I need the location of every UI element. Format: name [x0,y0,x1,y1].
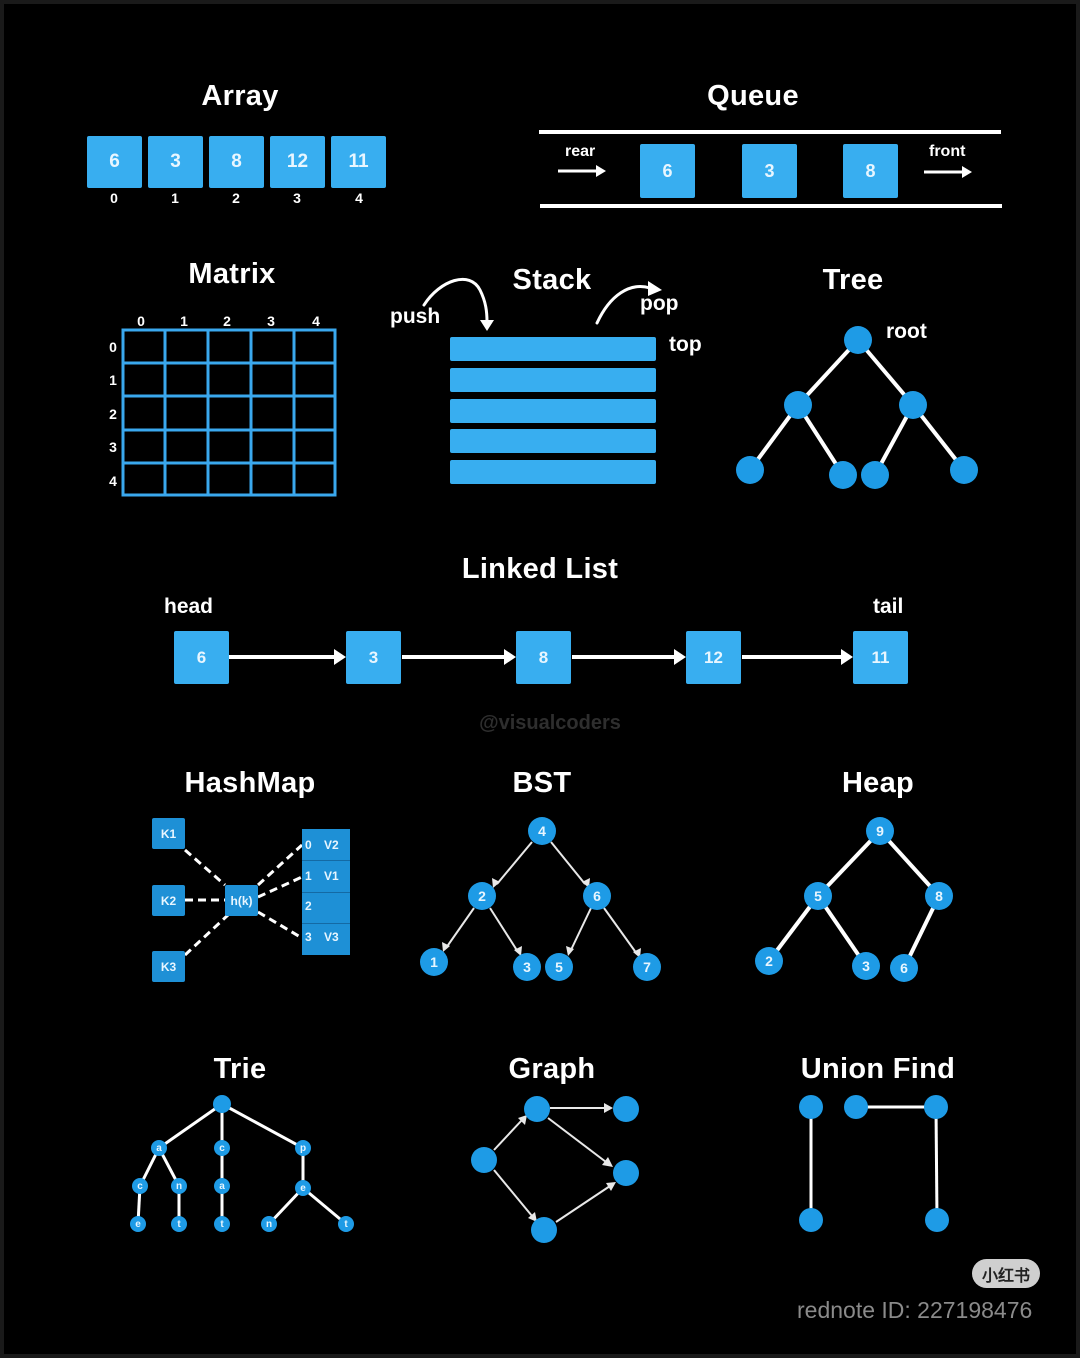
stack-layer [450,399,656,423]
array-cell: 11 [331,136,386,188]
hashmap-hash-function: h(k) [225,885,258,916]
queue-item: 8 [843,144,898,198]
heap-node: 2 [755,947,783,975]
trie-node: t [171,1216,187,1232]
bst-node: 4 [528,817,556,845]
xiaohongshu-logo-badge: 小红书 [972,1259,1040,1288]
stack-pop-label: pop [640,292,679,315]
linked-list-node: 12 [686,631,741,684]
bst-node: 2 [468,882,496,910]
linked-list-node: 6 [174,631,229,684]
stack-layer [450,429,656,453]
linked-list-head-label: head [164,595,214,618]
rednote-id-text: rednote ID: 227198476 [797,1297,1033,1323]
trie-node: a [214,1178,230,1194]
matrix-col-label: 4 [312,313,320,329]
queue-top-rail [539,130,1001,134]
matrix-col-label: 1 [180,313,188,329]
matrix-row-label: 2 [109,406,117,422]
trie-node: a [151,1140,167,1156]
queue-rear-label: rear [565,143,596,160]
stack-top-label: top [669,333,702,356]
hashmap-key: K2 [152,885,185,916]
union-find-title: Union Find [800,1053,956,1085]
trie-node: c [132,1178,148,1194]
bst-node: 7 [633,953,661,981]
queue-item: 3 [742,144,797,198]
stack-layer [450,368,656,392]
matrix-col-label: 3 [267,313,275,329]
array-cell: 6 [87,136,142,188]
trie-node: t [338,1216,354,1232]
linked-list-node: 11 [853,631,908,684]
array-index: 2 [232,190,240,206]
matrix-row-label: 4 [109,473,117,489]
matrix-col-label: 0 [137,313,145,329]
trie-node: n [171,1178,187,1194]
stack-layer [450,460,656,484]
bst-node: 3 [513,953,541,981]
graph-title: Graph [508,1053,596,1085]
trie-title: Trie [213,1053,267,1085]
bst-node: 5 [545,953,573,981]
array-cell: 12 [270,136,325,188]
hashmap-bucket: 2 [302,893,350,924]
linked-list-title: Linked List [461,553,619,585]
array-index: 4 [355,190,363,206]
heap-node: 6 [890,954,918,982]
heap-title: Heap [841,767,915,799]
bst-title: BST [512,767,572,799]
linked-list-node: 8 [516,631,571,684]
hashmap-title: HashMap [184,767,316,799]
matrix-row-label: 3 [109,439,117,455]
heap-node: 3 [852,952,880,980]
matrix-row-label: 0 [109,339,117,355]
array-title: Array [201,80,279,112]
hashmap-key: K1 [152,818,185,849]
heap-node: 8 [925,882,953,910]
heap-node: 5 [804,882,832,910]
bst-node: 6 [583,882,611,910]
watermark-text: @visualcoders [479,712,621,734]
matrix-title: Matrix [188,258,276,290]
trie-node: n [261,1216,277,1232]
array-cell: 3 [148,136,203,188]
queue-bottom-rail [540,204,1002,208]
array-cell: 8 [209,136,264,188]
tree-root-label: root [886,320,927,343]
stack-title: Stack [512,264,592,296]
tree-title: Tree [822,264,884,296]
heap-node: 9 [866,817,894,845]
stack-layer [450,337,656,361]
bst-node: 1 [420,948,448,976]
trie-node: e [130,1216,146,1232]
linked-list-node: 3 [346,631,401,684]
matrix-row-label: 1 [109,372,117,388]
array-index: 1 [171,190,179,206]
trie-node: p [295,1140,311,1156]
queue-item: 6 [640,144,695,198]
array-index: 0 [110,190,118,206]
stack-push-label: push [390,305,441,328]
linked-list-tail-label: tail [873,595,904,618]
trie-node: t [214,1216,230,1232]
trie-node: c [214,1140,230,1156]
array-index: 3 [293,190,301,206]
queue-front-label: front [929,143,966,160]
matrix-col-label: 2 [223,313,231,329]
queue-title: Queue [707,80,799,112]
trie-node: e [295,1180,311,1196]
hashmap-key: K3 [152,951,185,982]
